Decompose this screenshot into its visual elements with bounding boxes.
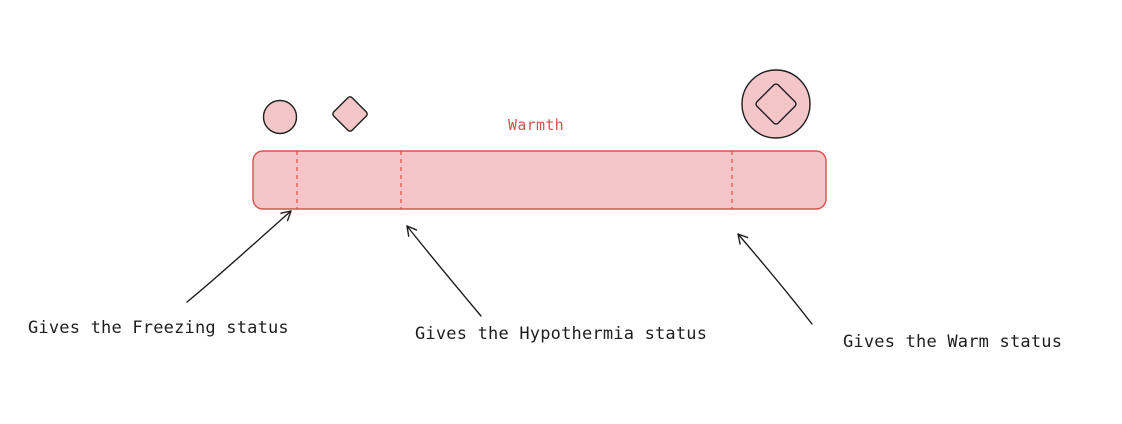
warm-arrow xyxy=(737,233,813,325)
circle-diamond-icon xyxy=(741,69,811,139)
freezing-arrow xyxy=(186,210,292,303)
hypothermia-arrow xyxy=(406,225,482,317)
warmth-bar xyxy=(252,150,827,210)
hypothermia-label: Gives the Hypothermia status xyxy=(415,324,708,344)
circle-icon xyxy=(262,99,298,135)
warm-label: Gives the Warm status xyxy=(843,332,1063,352)
freezing-label: Gives the Freezing status xyxy=(28,318,289,338)
diamond-icon xyxy=(332,96,368,132)
warmth-title: Warmth xyxy=(508,116,564,134)
